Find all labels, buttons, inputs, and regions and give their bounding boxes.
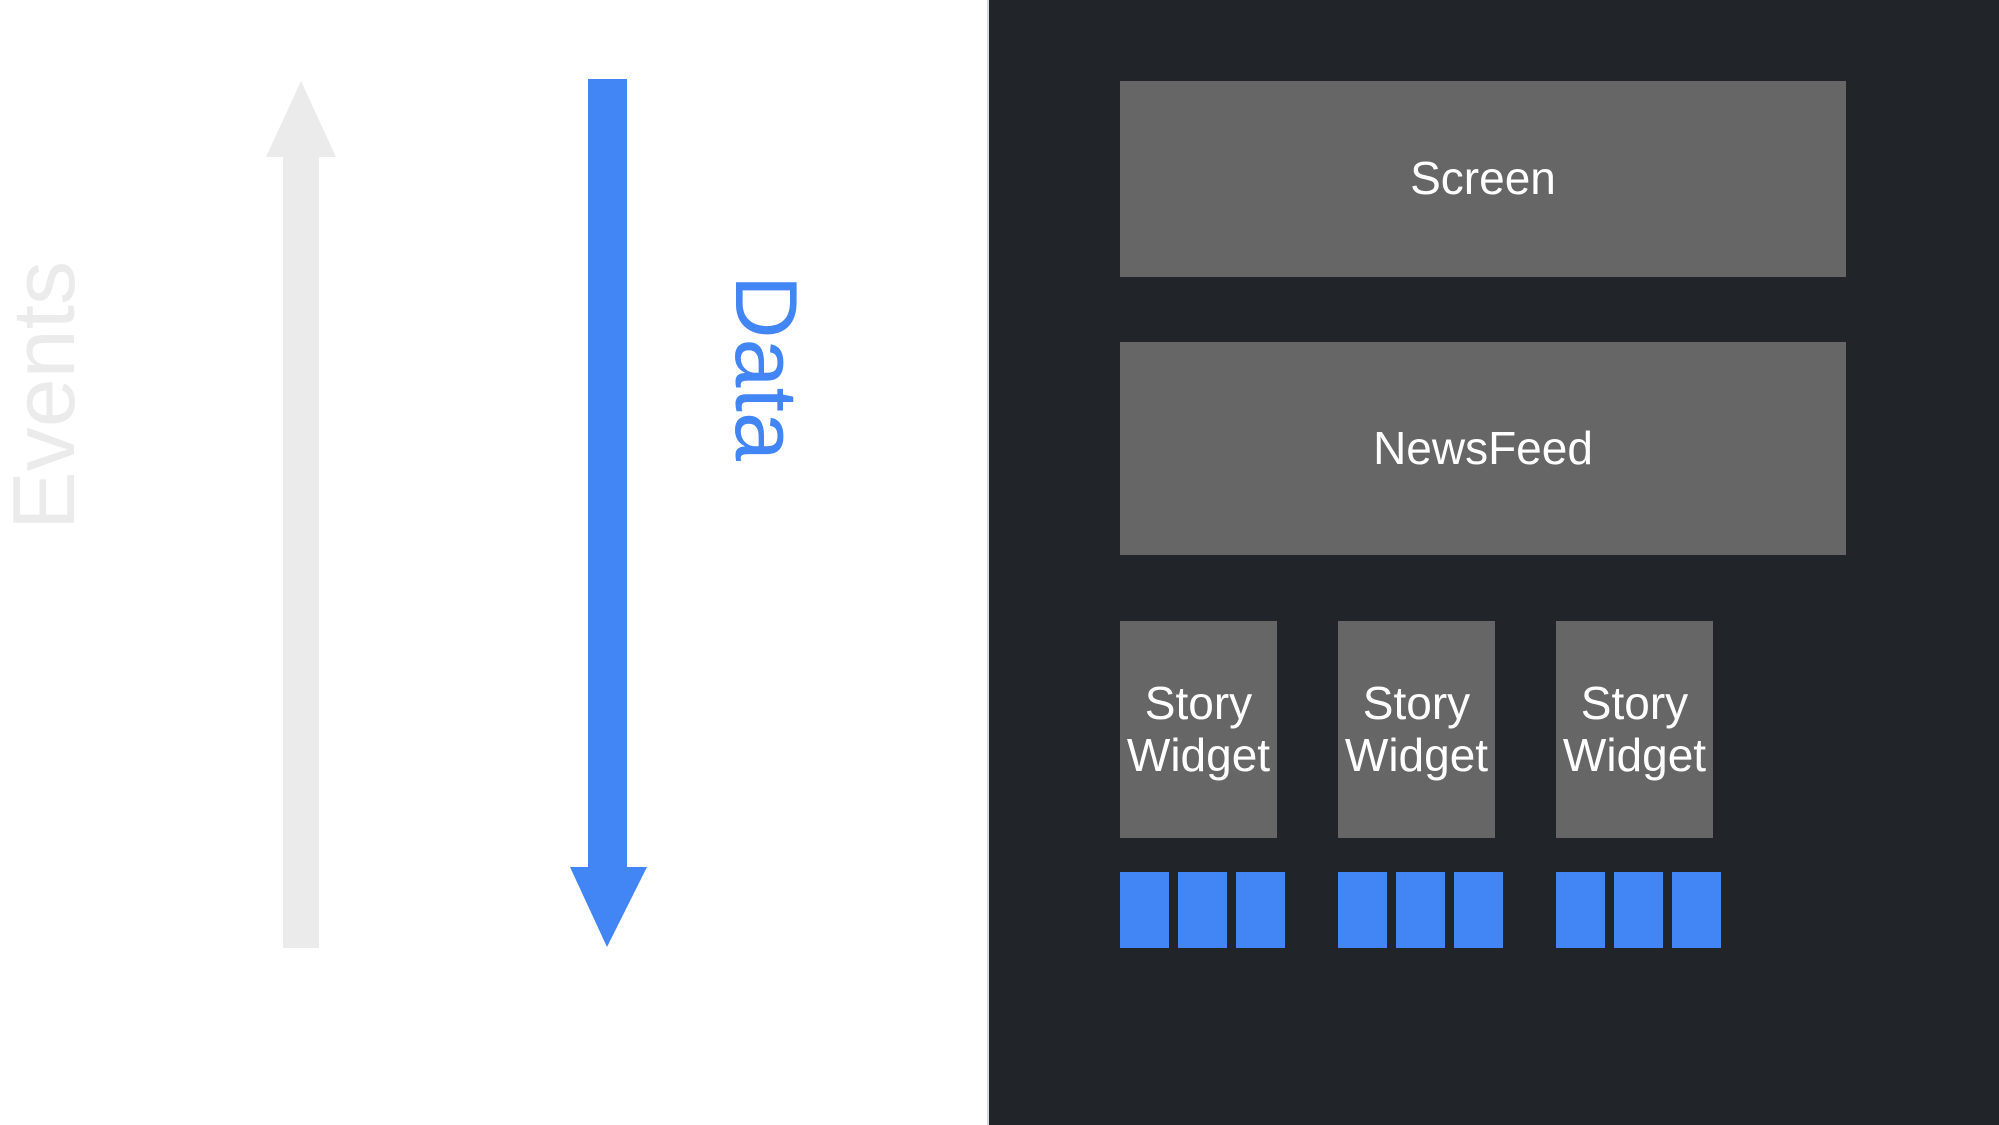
node-story-widget[interactable]: Story Widget <box>1338 621 1495 838</box>
primitive-block[interactable] <box>1120 872 1169 948</box>
node-story-widget-line1: Story <box>1144 676 1253 729</box>
primitive-block[interactable] <box>1338 872 1387 948</box>
node-story-widget-line1: Story <box>1362 676 1471 729</box>
primitive-block[interactable] <box>1556 872 1605 948</box>
node-story-widget[interactable]: Story Widget <box>1556 621 1713 838</box>
primitive-block[interactable] <box>1454 872 1503 948</box>
node-story-widget-line2: Widget <box>1562 728 1707 781</box>
data-arrow-icon <box>570 79 647 947</box>
primitive-block[interactable] <box>1672 872 1721 948</box>
primitive-block[interactable] <box>1236 872 1285 948</box>
node-story-widget[interactable]: Story Widget <box>1120 621 1277 838</box>
data-flow-label: Data <box>717 275 816 461</box>
node-story-widget-text: Story Widget <box>1126 676 1271 781</box>
node-story-widget-line2: Widget <box>1344 728 1489 781</box>
primitive-block[interactable] <box>1178 872 1227 948</box>
node-story-widget-text: Story Widget <box>1344 676 1489 781</box>
node-story-widget-text: Story Widget <box>1562 676 1707 781</box>
primitive-block[interactable] <box>1396 872 1445 948</box>
node-story-widget-line1: Story <box>1580 676 1689 729</box>
flow-legend-pane: Events Data <box>0 0 989 1125</box>
pane-divider <box>987 0 989 1125</box>
events-flow-label: Events <box>0 260 93 530</box>
primitive-block[interactable] <box>1614 872 1663 948</box>
node-story-widget-line2: Widget <box>1126 728 1271 781</box>
component-tree-pane: Screen NewsFeed Story Widget Story Widge… <box>989 0 1999 1125</box>
events-arrow-icon <box>266 81 336 948</box>
node-newsfeed[interactable]: NewsFeed <box>1120 342 1846 555</box>
node-screen[interactable]: Screen <box>1120 81 1846 277</box>
